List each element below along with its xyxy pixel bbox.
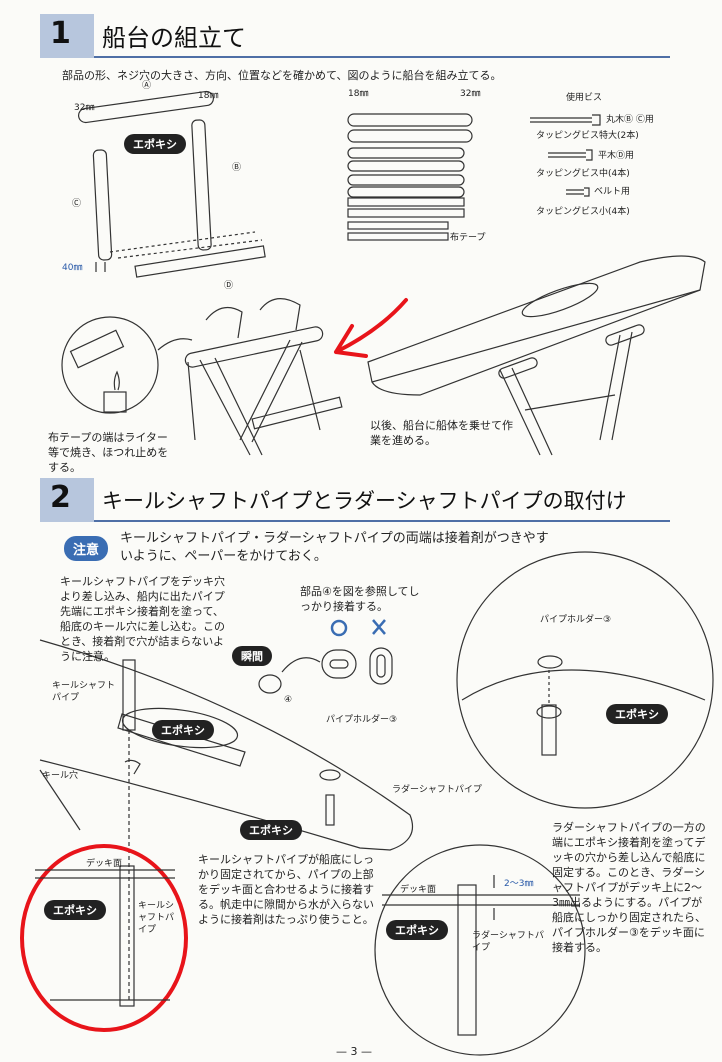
rudder-install-note: ラダーシャフトパイプの一方の端にエポキシ接着剤を塗ってデッキの穴から差し込んで船… (552, 821, 706, 954)
epoxy-badge-6: エポキシ (386, 920, 448, 940)
pipe-holder-zoom-label: パイプホルダー③ (540, 615, 612, 625)
section1-header: 1 船台の組立て (40, 14, 670, 58)
screw1-use: 丸木Ⓑ Ⓒ用 (606, 115, 654, 125)
section1-number-box: 1 (40, 14, 94, 58)
keel-shaft-pipe-label: キールシャフトパイプ (52, 681, 116, 703)
section1-title: 船台の組立て (102, 24, 246, 52)
tape-burn-circle (61, 316, 193, 414)
pipe-holder-zoom-circle (456, 551, 714, 809)
rudder-section-zoom-circle (374, 844, 586, 1056)
keel-insert-note: キールシャフトパイプをデッキ穴より差し込み、船内に出たパイプ先端にエポキシ接着剤… (60, 575, 225, 663)
part-A-label: Ⓐ (142, 81, 152, 91)
hull-on-stand-note: 以後、船台に船体を乗せて作業を進める。 (370, 419, 513, 447)
red-arrow-annotation (334, 298, 408, 358)
tape-burn-note: 布テープの端はライター等で焼き、ほつれ止めをする。 (48, 431, 169, 474)
part-B-label: Ⓑ (232, 163, 242, 173)
dim-40-label: 40㎜ (62, 263, 83, 273)
section1-intro: 部品の形、ネジ穴の大きさ、方向、位置などを確かめて、図のように船台を組み立てる。 (62, 69, 502, 82)
epoxy-badge-1: エポキシ (124, 134, 186, 154)
epoxy-badge-2: エポキシ (152, 720, 214, 740)
cloth-tape-label: 布テープ (450, 233, 486, 243)
dim-32-label: 32㎜ (74, 103, 95, 113)
section1-header-rule (94, 56, 670, 58)
page-number: — 3 — (336, 1045, 372, 1058)
screws-title: 使用ビス (566, 93, 603, 103)
epoxy-badge-4: エポキシ (606, 704, 668, 724)
keel-hole-label: キール穴 (42, 771, 79, 781)
pipe-holder-label: パイプホルダー③ (326, 715, 398, 725)
part-D-label: Ⓓ (224, 281, 234, 291)
keel-fix-note: キールシャフトパイプが船底にしっかり固定されてから、パイプの上部をデッキ面と合わ… (198, 853, 374, 926)
screw1-name: タッピングビス特大(2本) (536, 131, 639, 141)
hull-on-stand-drawing (367, 255, 706, 456)
part4-drawing (258, 619, 393, 694)
deck-surface-label-2: デッキ面 (400, 885, 437, 895)
rudder-shaft-pipe-label: ラダーシャフトパイプ (392, 785, 482, 795)
epoxy-badge-5: エポキシ (44, 900, 106, 920)
screws-drawing (530, 114, 601, 197)
section2-number-box: 2 (40, 478, 94, 522)
caution-badge: 注意 (64, 536, 109, 561)
screw2-use: 平木Ⓓ用 (598, 151, 635, 161)
parts-list-drawing (347, 113, 473, 241)
gap-dimension-label: 2〜3㎜ (504, 879, 534, 889)
section2-header: 2 キールシャフトパイプとラダーシャフトパイプの取付け (40, 478, 670, 522)
section2-number: 2 (50, 480, 71, 515)
assembled-stand-drawing (184, 298, 343, 456)
dim-32b-label: 32㎜ (460, 89, 481, 99)
keel-shaft-pipe-vertical-label: キールシャフトパイプ (138, 901, 175, 935)
part-C-label: Ⓒ (72, 199, 82, 209)
caution-text: キールシャフトパイプ・ラダーシャフトパイプの両端は接着剤がつきやすいように、ペー… (120, 531, 549, 564)
section2-title: キールシャフトパイプとラダーシャフトパイプの取付け (102, 489, 627, 513)
screw3-use: ベルト用 (594, 187, 631, 197)
part4-note: 部品④を図を参照してしっかり接着する。 (300, 585, 420, 613)
dim-18b-label: 18㎜ (348, 89, 369, 99)
screw3-name: タッピングビス小(4本) (536, 207, 630, 217)
screw2-name: タッピングビス中(4本) (536, 169, 630, 179)
keel-section-red-circle (20, 844, 188, 1032)
dim-18-label: 18㎜ (198, 91, 219, 101)
part4-number: ④ (284, 695, 293, 705)
stand-exploded-drawing (77, 90, 266, 278)
section1-number: 1 (50, 16, 71, 51)
deck-surface-label: デッキ面 (86, 859, 123, 869)
instant-glue-badge: 瞬間 (232, 646, 272, 666)
epoxy-badge-3: エポキシ (240, 820, 302, 840)
section2-header-rule (94, 520, 670, 522)
rudder-shaft-pipe-label-2: ラダーシャフトパイプ (472, 931, 544, 953)
